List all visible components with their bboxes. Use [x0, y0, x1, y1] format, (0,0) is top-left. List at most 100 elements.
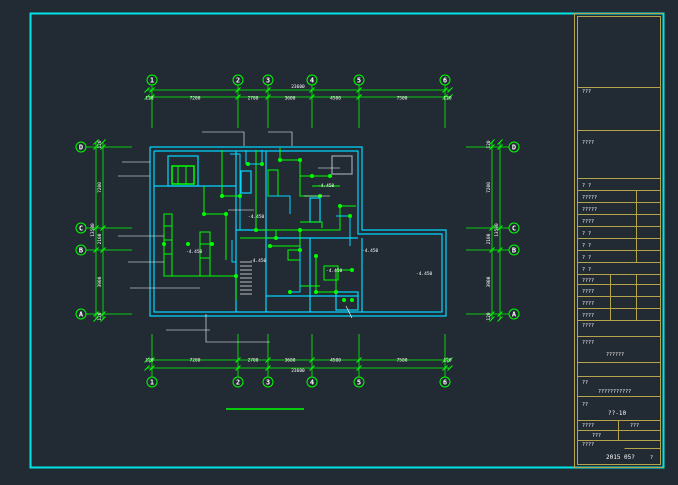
tb-row-label-03: ? ? [582, 183, 591, 189]
right-axis-bubble-2: C [512, 224, 516, 232]
duct-run-4 [255, 150, 301, 250]
pipe-fitting-2 [186, 242, 190, 246]
top-overall-tick-3 [235, 87, 241, 93]
pipe-fitting-19 [314, 290, 318, 294]
pipe-fitting-4 [224, 212, 228, 216]
left-segment-dim-1: 120 [97, 140, 103, 148]
top-overall-tick-6 [356, 87, 362, 93]
right-segment-dim-4: 3900 [486, 276, 492, 287]
bottom-overall-tick-6 [356, 365, 362, 371]
tb-row-label-08: ? ? [582, 243, 591, 249]
left-dim-tick-2 [100, 144, 106, 150]
tb-row-label-15: ???? [582, 323, 594, 329]
left-dim-tick-5 [100, 311, 106, 317]
right-dim-tick-4 [489, 247, 495, 253]
tb-row-label-11: ???? [582, 278, 594, 284]
pipe-fitting-9 [298, 248, 302, 252]
bottom-dim-tick-3 [235, 357, 241, 363]
top-dim-tick-5 [309, 94, 315, 100]
top-axis-bubble-1: 1 [150, 76, 154, 84]
tb-date-label: ???? [582, 442, 594, 448]
bottom-segment-dim-6: 7500 [397, 358, 408, 364]
sheet-frame-outer [29, 12, 665, 469]
left-total-dim: 13500 [90, 223, 96, 237]
duct-run-8 [315, 256, 352, 293]
top-segment-dim-1: 120 [145, 96, 153, 102]
title-block [574, 13, 664, 468]
pipe-fitting-6 [254, 228, 258, 232]
tb-row-label-04: ????? [582, 195, 597, 201]
left-segment-dim-3: 2100 [97, 233, 103, 244]
tb-row-label-10: ? ? [582, 267, 591, 273]
shaft-2 [309, 197, 321, 223]
tb-row-label-13: ???? [582, 301, 594, 307]
pipe-fitting-24 [220, 194, 224, 198]
top-dim-tick-8 [447, 94, 453, 100]
right-total-dim: 13500 [494, 223, 500, 237]
tb-project: ??????????? [598, 389, 631, 395]
pipe-fitting-1 [162, 242, 166, 246]
top-segment-dim-5: 4500 [330, 96, 341, 102]
top-dim-tick-4 [265, 94, 271, 100]
top-segment-dim-6: 7500 [397, 96, 408, 102]
air-handler-unit-1 [171, 165, 195, 185]
tb-row-label-07: ? ? [582, 231, 591, 237]
top-segment-dim-7: 120 [443, 96, 451, 102]
bottom-total-dim: 23600 [291, 368, 305, 374]
bottom-dim-tick-5 [309, 357, 315, 363]
level-mark-7: -4.450 [326, 268, 343, 274]
pipe-fitting-7 [274, 236, 278, 240]
top-overall-tick-8 [447, 87, 453, 93]
top-dim-tick-1 [144, 94, 150, 100]
top-dim-tick-3 [235, 94, 241, 100]
bottom-segment-dim-4: 3600 [285, 358, 296, 364]
bottom-overall-tick-4 [265, 365, 271, 371]
bottom-segment-dim-3: 2700 [248, 358, 259, 364]
pipe-fitting-15 [278, 158, 282, 162]
equipment-pad-2 [335, 291, 359, 311]
tb-row-label-16: ???? [582, 340, 594, 346]
top-segment-dim-4: 3600 [285, 96, 296, 102]
tb-sheet-label: ??? [630, 423, 639, 429]
hvac-supply-ducts-cyan [230, 150, 351, 293]
top-overall-tick-4 [265, 87, 271, 93]
pipe-fitting-17 [350, 268, 354, 272]
tb-sheet-value: ? [650, 455, 653, 461]
top-axis-bubble-3: 3 [266, 76, 270, 84]
duct-run-6 [300, 205, 356, 231]
right-dim-tick-6 [489, 316, 495, 322]
left-axis-bubble-4: A [79, 310, 84, 318]
left-overall-tick-4 [93, 247, 99, 253]
top-axis-bubble-6: 6 [443, 76, 447, 84]
left-overall-tick-6 [93, 316, 99, 322]
top-axis-bubble-4: 4 [310, 76, 314, 84]
right-axis-bubble-1: D [512, 143, 516, 151]
left-axis-bubble-2: C [79, 224, 83, 232]
bottom-axis-bubble-2: 2 [236, 378, 240, 386]
bottom-dim-tick-2 [149, 357, 155, 363]
pipe-fitting-20 [288, 290, 292, 294]
bottom-dim-tick-4 [265, 357, 271, 363]
left-dim-tick-3 [100, 225, 106, 231]
pipe-fitting-25 [246, 162, 250, 166]
tb-row-label-17: ?? [582, 380, 588, 386]
top-axis-bubble-2: 2 [236, 76, 240, 84]
pipe-fitting-8 [298, 228, 302, 232]
bottom-segment-dim-5: 4500 [330, 358, 341, 364]
tb-row-label-09: ? ? [582, 255, 591, 261]
top-total-dim: 23600 [291, 84, 305, 90]
pipe-fitting-3 [210, 242, 214, 246]
left-segment-dim-5: 120 [97, 312, 103, 320]
wall-outline-inner [153, 150, 443, 313]
duct-run-9 [240, 230, 277, 239]
duct-run-2 [203, 186, 227, 260]
left-axis-bubble-3: B [79, 246, 83, 254]
coil-unit-3 [323, 265, 339, 281]
bottom-overall-tick-3 [235, 365, 241, 371]
level-mark-2: -4.450 [248, 214, 265, 220]
tb-row-label-12: ???? [582, 289, 594, 295]
bottom-axis-bubble-1: 1 [150, 378, 154, 386]
level-mark-4: -4.450 [318, 183, 335, 189]
shaft-1 [240, 170, 252, 194]
